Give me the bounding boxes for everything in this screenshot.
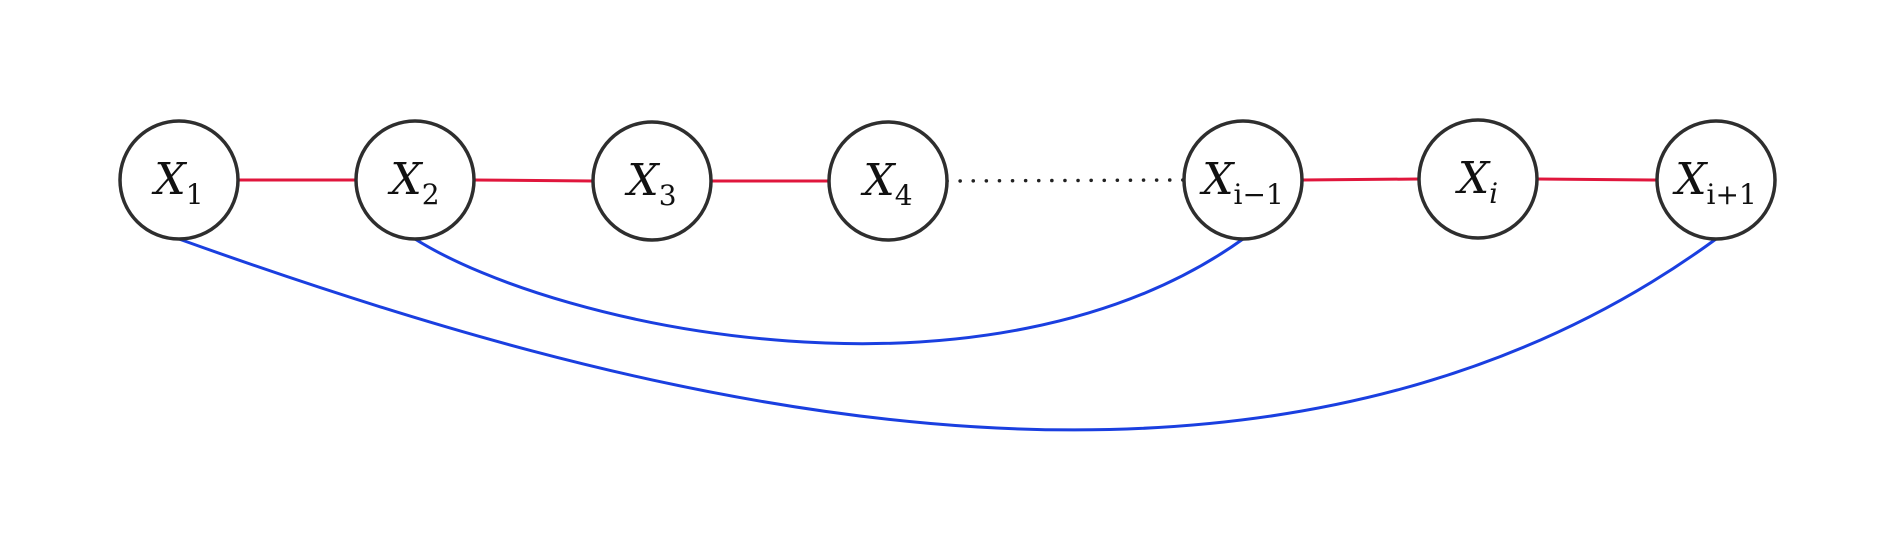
node-label-subscript: 1: [186, 178, 204, 211]
node-label-subscript: i+1: [1707, 178, 1757, 211]
node-label-base: X: [1672, 154, 1708, 205]
edge-xim1-xi: [1301, 177, 1420, 182]
node-circle: [827, 120, 949, 242]
edge-xi-xip1: [1536, 177, 1658, 182]
node-x1: X1: [118, 119, 240, 241]
edge-x2-xim1: [414, 237, 1244, 346]
node-label: X1: [151, 154, 203, 211]
node-circle: [118, 119, 240, 241]
node-label-subscript: 3: [659, 179, 677, 212]
node-label-subscript: 4: [895, 179, 913, 212]
node-label-subscript: i−1: [1234, 178, 1284, 211]
node-xip1: Xi+1: [1655, 119, 1777, 241]
node-label-base: X: [1455, 153, 1491, 204]
node-circle: [591, 120, 713, 242]
node-label: X4: [860, 155, 912, 212]
node-label-base: X: [624, 155, 660, 206]
edges-layer: [178, 177, 1717, 432]
node-label-base: X: [1199, 154, 1235, 205]
node-xim1: Xi−1: [1182, 119, 1304, 241]
node-label-subscript: 2: [422, 178, 440, 211]
node-label: Xi+1: [1672, 154, 1757, 211]
node-x3: X3: [591, 120, 713, 242]
node-label: Xi: [1455, 153, 1498, 210]
node-x4: X4: [827, 120, 949, 242]
node-label: X3: [624, 155, 676, 212]
node-label-base: X: [387, 154, 423, 205]
node-circle: [354, 119, 476, 241]
node-x2: X2: [354, 119, 476, 241]
edge-x2-x3: [473, 178, 594, 183]
node-circle: [1417, 118, 1539, 240]
node-label-base: X: [151, 154, 187, 205]
edge-x4-xim1: [945, 178, 1186, 183]
node-label-subscript: i: [1489, 177, 1498, 210]
node-label: X2: [387, 154, 439, 211]
node-circle: [1182, 119, 1304, 241]
edge-x1-xip1: [178, 237, 1717, 432]
node-label: Xi−1: [1199, 154, 1284, 211]
node-circle: [1655, 119, 1777, 241]
node-xi: Xi: [1417, 118, 1539, 240]
node-label-base: X: [860, 155, 896, 206]
